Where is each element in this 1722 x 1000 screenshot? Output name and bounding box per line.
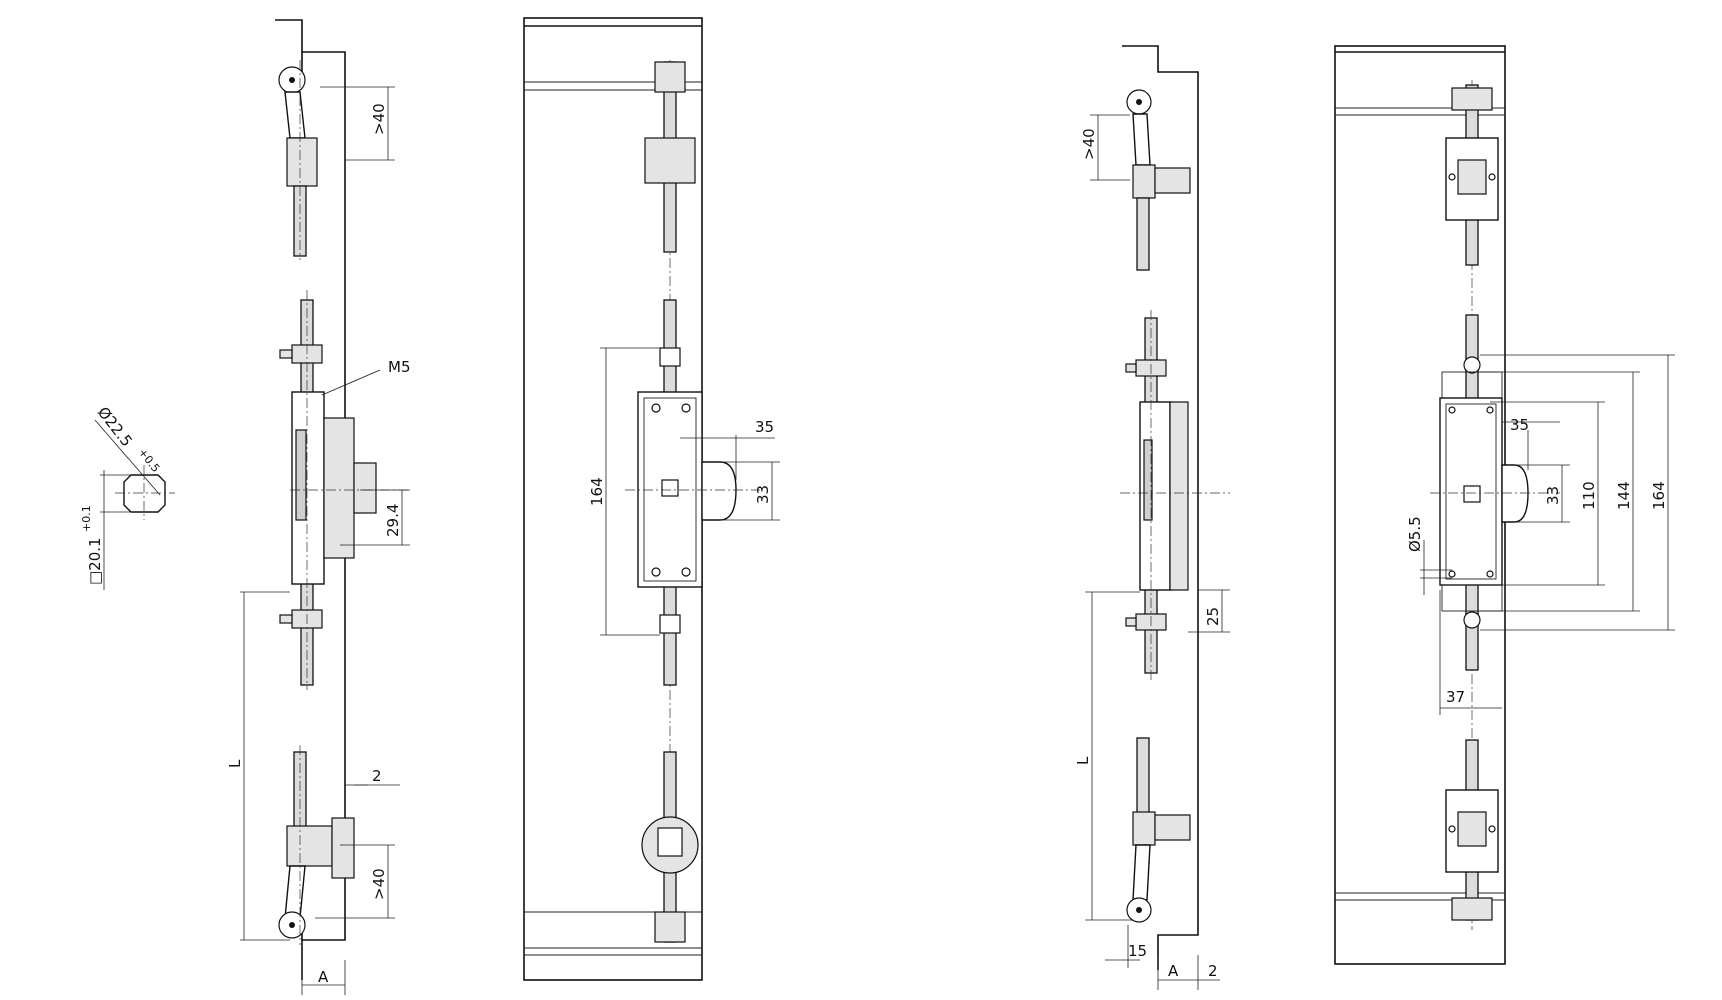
dim-diameter-5-5: Ø5.5 [1406, 516, 1424, 552]
label-m5: M5 [388, 358, 411, 376]
side-view-right: >40 25 L 15 A 2 [1074, 45, 1230, 990]
dim-110: 110 [1580, 481, 1598, 510]
dim-29-4: 29.4 [384, 504, 402, 537]
spindle-square [661, 479, 679, 497]
lock-cam-right [1501, 464, 1529, 523]
top-arm [284, 91, 306, 139]
lock-cam-front [701, 461, 737, 521]
top-guide-block [286, 137, 318, 187]
lock-spindle [353, 462, 377, 514]
lower-screw [279, 614, 293, 624]
dim-gt40-bottom: >40 [370, 868, 388, 900]
dim-A-right: A [1168, 962, 1179, 980]
upper-screw [279, 349, 293, 359]
spindle-square-right [1463, 485, 1481, 503]
door-panel-profile-right [1122, 45, 1199, 970]
dim-33-right: 33 [1544, 486, 1562, 505]
dim-square-20-1: □20.1 [86, 537, 104, 585]
front-view-left: 164 35 33 [523, 17, 780, 981]
lock-cam [295, 429, 307, 521]
dim-2-right: 2 [1208, 962, 1218, 980]
dim-2-left: 2 [372, 767, 382, 785]
spindle-hole-shape [123, 474, 166, 513]
lock-mechanism [323, 417, 355, 559]
dim-L-left: L [226, 759, 244, 768]
dim-diameter-tolerance: +0.5 [136, 446, 163, 475]
dim-33-front: 33 [754, 485, 772, 504]
bottom-guide-block [286, 825, 333, 867]
front-top-block [644, 137, 696, 184]
dim-35-right: 35 [1510, 416, 1529, 434]
dim-164-front: 164 [588, 477, 606, 506]
dim-144: 144 [1615, 481, 1633, 510]
dim-gt40-right: >40 [1080, 128, 1098, 160]
bottom-bracket [331, 817, 355, 879]
spindle-hole-detail: Ø22.5 +0.5 □20.1 +0.1 [80, 403, 175, 590]
dim-A-left: A [318, 968, 329, 986]
bottom-arm [284, 865, 306, 919]
lock-body-side [291, 391, 325, 585]
dim-15-right: 15 [1128, 942, 1147, 960]
dim-gt40-top: >40 [370, 103, 388, 135]
dim-25-right: 25 [1204, 607, 1222, 626]
side-view-left: >40 M5 29.4 L 2 [226, 19, 411, 995]
top-guide-right [1132, 164, 1156, 199]
dim-L-right: L [1074, 756, 1092, 765]
dim-square-tolerance: +0.1 [80, 505, 93, 532]
dim-37: 37 [1446, 688, 1465, 706]
dim-164-right: 164 [1650, 481, 1668, 510]
dim-35-front: 35 [755, 418, 774, 436]
top-rod-right [1136, 197, 1150, 271]
front-view-right: 35 33 110 144 164 Ø5.5 37 [1334, 45, 1675, 965]
front-top-guide [654, 61, 686, 93]
